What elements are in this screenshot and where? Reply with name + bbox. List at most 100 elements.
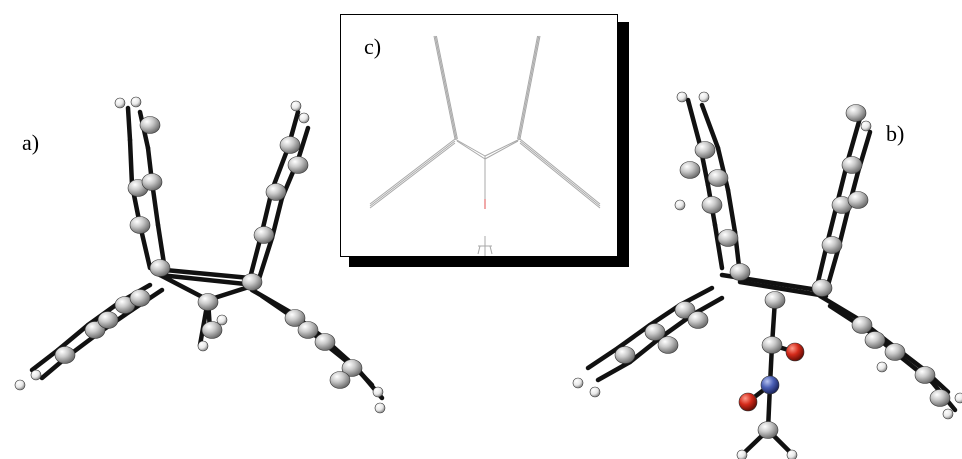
hydrogen-atom: [290, 100, 302, 112]
bond: [29, 347, 61, 373]
carbon-atom: [197, 293, 219, 311]
oxygen-atom: [785, 342, 805, 362]
carbon-atom: [851, 316, 873, 334]
carbon-atom: [253, 226, 275, 244]
carbon-atom: [241, 273, 263, 291]
wire-bond: [369, 142, 456, 209]
carbon-atom: [674, 301, 696, 319]
hydrogen-atom: [14, 379, 26, 391]
bond: [157, 272, 258, 288]
hydrogen-atom: [216, 314, 228, 326]
bond: [127, 137, 135, 188]
bond: [737, 279, 829, 299]
carbon-atom: [929, 389, 951, 407]
wire-bond: [484, 140, 519, 160]
wire-bond: [369, 138, 456, 205]
hydrogen-atom: [860, 120, 872, 132]
inset-panel-c: [340, 14, 618, 257]
bond: [269, 145, 291, 193]
carbon-atom: [284, 309, 306, 327]
carbon-atom: [841, 156, 863, 174]
carbon-atom: [657, 336, 679, 354]
bond: [699, 102, 721, 151]
carbon-atom: [54, 346, 76, 364]
wire-bond: [435, 35, 458, 140]
nitrogen-atom: [760, 375, 780, 395]
carbon-atom: [149, 259, 171, 277]
wire-bond: [434, 35, 457, 140]
bond: [627, 335, 663, 365]
carbon-atom: [129, 216, 151, 234]
bond: [585, 345, 621, 371]
carbon-atom: [329, 371, 351, 389]
hydrogen-atom: [589, 386, 601, 398]
hydrogen-atom: [698, 91, 710, 103]
bond: [615, 322, 653, 351]
carbon-atom: [139, 116, 161, 134]
carbon-atom: [701, 196, 723, 214]
bond: [657, 312, 695, 341]
wire-bond: [519, 35, 541, 140]
wireframe-structure-c: [369, 35, 601, 256]
carbon-atom: [644, 323, 666, 341]
bond: [725, 187, 738, 235]
carbon-atom: [821, 236, 843, 254]
carbon-atom: [717, 229, 739, 247]
hydrogen-atom: [30, 369, 42, 381]
hydrogen-atom: [114, 97, 126, 109]
carbon-atom: [97, 311, 119, 329]
carbon-atom: [614, 346, 636, 364]
carbon-atom: [864, 331, 886, 349]
carbon-atom: [287, 156, 309, 174]
wire-bond: [369, 140, 456, 207]
carbon-atom: [811, 279, 833, 297]
wire-bond: [456, 140, 486, 160]
bond: [125, 105, 133, 143]
wire-bond: [477, 245, 481, 255]
bond: [712, 222, 725, 271]
hydrogen-atom: [298, 112, 310, 124]
wire-bond: [517, 35, 539, 140]
hydrogen-atom: [954, 392, 962, 404]
carbon-atom: [297, 321, 319, 339]
carbon-atom: [761, 336, 783, 354]
carbon-atom: [679, 161, 701, 179]
wire-bond: [433, 35, 456, 140]
carbon-atom: [845, 104, 867, 122]
wire-bond: [519, 140, 601, 207]
carbon-atom: [84, 321, 106, 339]
carbon-atom: [884, 343, 906, 361]
bond: [817, 293, 863, 323]
carbon-atom: [729, 263, 751, 281]
wire-bond: [454, 138, 486, 157]
panel-label-a: a): [22, 130, 40, 155]
bond: [685, 97, 703, 148]
bond: [162, 267, 253, 281]
hydrogen-atom: [786, 449, 798, 459]
bond: [845, 115, 863, 163]
carbon-atom: [279, 136, 301, 154]
carbon-atom: [141, 173, 163, 191]
carbon-atom: [914, 366, 936, 384]
carbon-atom: [201, 321, 223, 339]
carbon-atom: [314, 333, 336, 351]
wire-bond: [519, 138, 601, 205]
carbon-atom: [129, 289, 151, 307]
hydrogen-atom: [372, 386, 384, 398]
hydrogen-atom: [876, 361, 888, 373]
panel-label-b: b): [886, 121, 905, 146]
panel-label-c: c): [364, 34, 382, 59]
oxygen-atom: [738, 392, 758, 412]
wire-bond: [519, 142, 601, 209]
bond: [255, 235, 275, 285]
carbon-atom: [341, 359, 363, 377]
wire-bond: [489, 245, 493, 255]
hydrogen-atom: [130, 96, 142, 108]
carbon-atom: [707, 169, 729, 187]
carbon-atom: [265, 183, 287, 201]
carbon-atom: [847, 191, 869, 209]
hydrogen-atom: [572, 377, 584, 389]
hydrogen-atom: [674, 199, 686, 211]
carbon-atom: [757, 421, 779, 439]
